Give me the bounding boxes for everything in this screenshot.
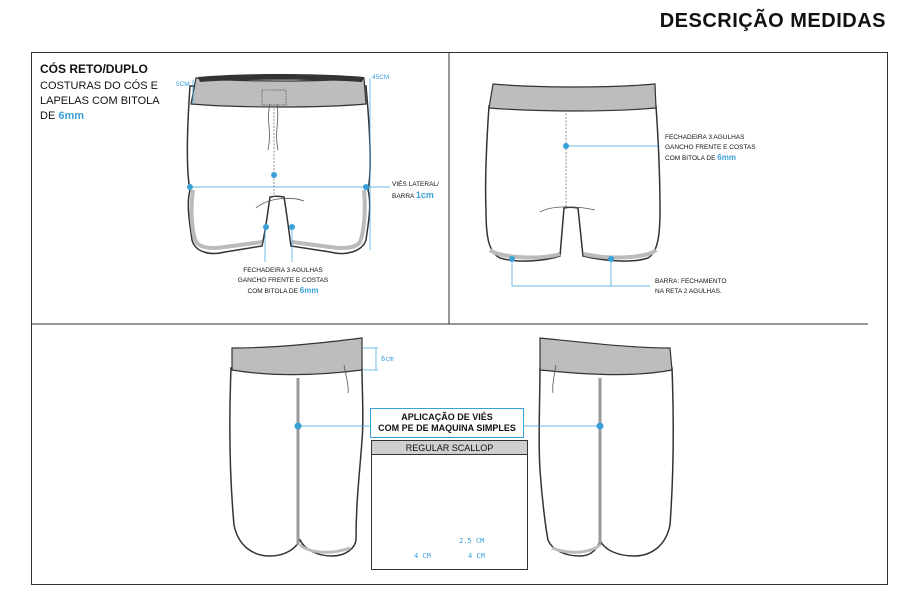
front-side-label-value: 1cm — [415, 190, 434, 200]
front-dim-left: 5CM — [176, 81, 190, 88]
scallop-detail-left-width: 4 CM — [414, 552, 431, 560]
front-side-label-line2: BARRA 1cm — [392, 190, 439, 202]
back-note-prefix: COM BITOLA DE — [665, 155, 716, 162]
scallop-detail-height: 2.5 CM — [459, 537, 485, 545]
back-hem-line1: BARRA: FECHAMENTO — [655, 278, 727, 285]
front-description-value: 6mm — [58, 110, 85, 122]
front-shorts-drawing — [186, 74, 390, 262]
front-crotch-prefix: COM BITOLA DE — [247, 288, 298, 295]
side-center-label-line2: COM PE DE MAQUINA SIMPLES — [378, 423, 516, 433]
front-description: COSTURAS DO CÓS E LAPELAS COM BITOLA DE … — [40, 79, 190, 124]
back-hem-note: BARRA: FECHAMENTO NA RETA 2 AGULHAS. — [655, 277, 726, 297]
front-side-label: VIÉS LATERAL/ BARRA 1cm — [392, 180, 439, 202]
back-hem-line2: NA RETA 2 AGULHAS. — [655, 288, 722, 295]
front-description-prefix: DE — [40, 110, 56, 122]
front-crotch-line2: GANCHO FRENTE E COSTAS — [237, 277, 329, 284]
scallop-detail-box — [371, 440, 528, 570]
front-crotch-line1: FECHADEIRA 3 AGULHAS — [243, 267, 323, 274]
side-center-label-box: APLICAÇÃO DE VIÉS COM PE DE MAQUINA SIMP… — [370, 408, 524, 438]
front-heading: CÓS RETO/DUPLO — [40, 62, 148, 76]
page-title: DESCRIÇÃO MEDIDAS — [659, 10, 886, 32]
front-description-line3: DE 6mm — [40, 109, 190, 124]
back-note-line1: FECHADEIRA 3 AGULHAS — [665, 134, 745, 141]
scallop-detail-right-width: 4 CM — [468, 552, 485, 560]
drawing-frame — [31, 52, 888, 585]
scallop-detail-title: REGULAR SCALLOP — [371, 440, 528, 455]
front-description-line2: LAPELAS COM BITOLA — [40, 95, 160, 107]
side-view-left-drawing — [229, 337, 378, 557]
front-crotch-value: 6mm — [299, 286, 319, 295]
front-dim-right: 45CM — [372, 74, 390, 81]
back-note-value: 6mm — [717, 153, 736, 162]
front-side-label-line1: VIÉS LATERAL/ — [392, 181, 439, 188]
back-shorts-drawing — [484, 83, 661, 287]
front-description-line1: COSTURAS DO CÓS E — [40, 80, 158, 92]
side-view-right-drawing — [524, 337, 675, 557]
front-crotch-note: FECHADEIRA 3 AGULHAS GANCHO FRENTE E COS… — [228, 266, 338, 297]
back-note-line2: GANCHO FRENTE E COSTAS — [665, 144, 756, 151]
front-side-label-prefix: BARRA — [392, 193, 415, 200]
back-note-line3: COM BITOLA DE 6mm — [665, 153, 756, 164]
front-crotch-line3: COM BITOLA DE 6mm — [228, 286, 338, 297]
side-center-label-line1: APLICAÇÃO DE VIÉS — [401, 412, 493, 422]
side-waist-dim: 6cm — [381, 355, 394, 363]
back-note: FECHADEIRA 3 AGULHAS GANCHO FRENTE E COS… — [665, 133, 756, 164]
